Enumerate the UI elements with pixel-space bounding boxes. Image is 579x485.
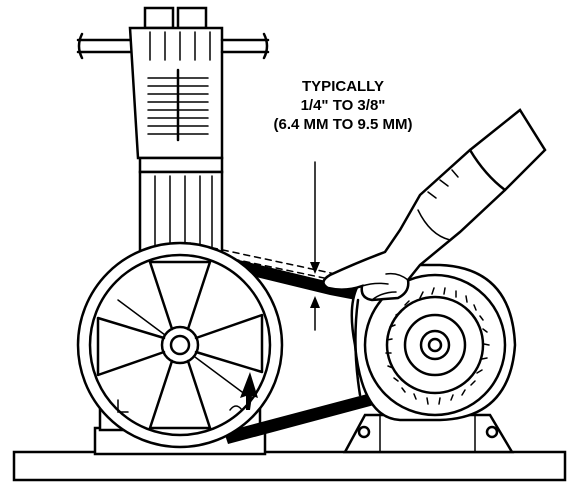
motor — [350, 263, 517, 422]
deflection-callout: TYPICALLY 1/4" TO 3/8" (6.4 MM TO 9.5 MM… — [238, 77, 448, 134]
deflection-indicator — [310, 161, 320, 331]
callout-line-1: TYPICALLY — [302, 78, 384, 95]
hand-illustration — [322, 108, 547, 302]
callout-line-3: (6.4 MM TO 9.5 MM) — [273, 116, 413, 133]
flywheel — [76, 241, 284, 449]
motor-mount — [342, 413, 515, 454]
callout-line-2: 1/4" TO 3/8" — [300, 97, 386, 114]
